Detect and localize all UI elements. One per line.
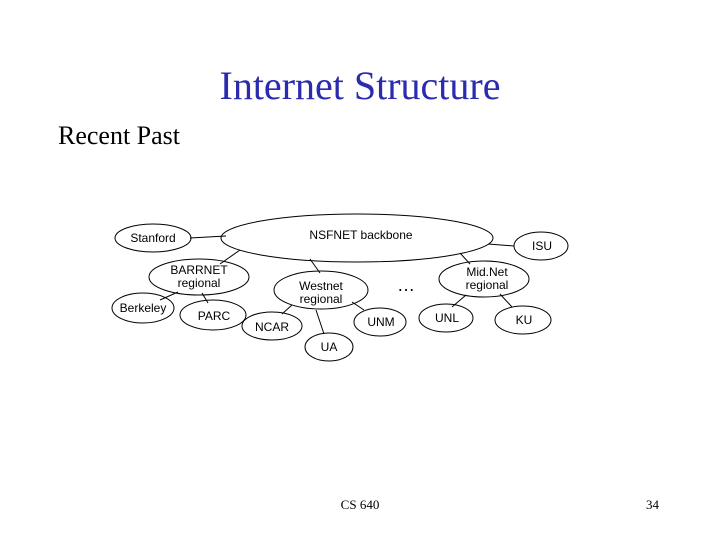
label-stanford: Stanford — [130, 231, 175, 245]
label-parc: PARC — [198, 309, 231, 323]
edge-westnet-ua — [315, 309, 325, 335]
node-unl — [418, 303, 474, 333]
label-midnet-line2: regional — [466, 278, 509, 292]
node-stanford — [114, 223, 192, 253]
label-berkeley: Berkeley — [120, 301, 167, 315]
node-ua — [304, 332, 354, 362]
node-midnet — [438, 260, 530, 298]
slide-title: Internet Structure — [219, 63, 501, 108]
footer-course: CS 640 — [340, 497, 380, 512]
node-parc — [179, 299, 247, 331]
node-ku — [494, 305, 552, 335]
node-unm — [353, 307, 407, 337]
label-ncar: NCAR — [255, 320, 289, 334]
label-westnet-line2: regional — [300, 292, 343, 306]
edge-backbone-barrnet — [219, 249, 241, 265]
label-nsfnet-backbone: NSFNET backbone — [309, 228, 412, 242]
ellipsis-more-regionals: … — [397, 275, 415, 295]
edge-backbone-stanford — [189, 235, 227, 239]
label-ku: KU — [516, 313, 533, 327]
label-ua: UA — [321, 340, 338, 354]
label-isu: ISU — [532, 239, 552, 253]
page-number: 34 — [646, 497, 659, 512]
label-barrnet-line1: BARRNET — [170, 263, 228, 277]
label-unl: UNL — [435, 311, 459, 325]
label-westnet-line1: Westnet — [299, 279, 343, 293]
edge-westnet-ncar — [281, 304, 293, 315]
node-barrnet — [148, 258, 250, 296]
slide-subtitle: Recent Past — [58, 121, 181, 150]
node-westnet — [273, 270, 369, 310]
node-nsfnet-backbone — [220, 213, 494, 263]
node-isu — [513, 231, 569, 261]
edge-midnet-ku — [499, 293, 513, 308]
node-berkeley — [111, 292, 175, 324]
edge-backbone-isu — [487, 243, 515, 247]
label-barrnet-line2: regional — [178, 276, 221, 290]
node-ncar — [241, 311, 303, 341]
label-midnet-line1: Mid.Net — [466, 265, 508, 279]
label-unm: UNM — [367, 315, 394, 329]
